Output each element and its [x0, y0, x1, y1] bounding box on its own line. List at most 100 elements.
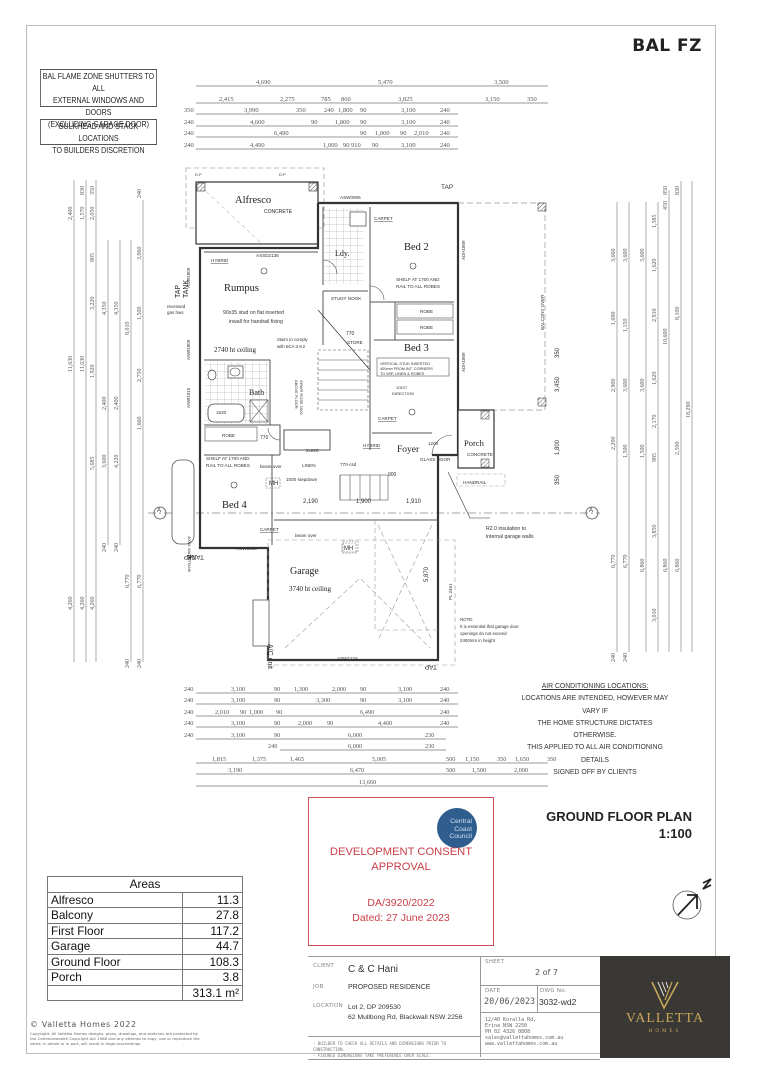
job-name: PROPOSED RESIDENCE: [348, 984, 431, 991]
svg-text:3,500: 3,500: [494, 79, 509, 86]
svg-text:ASW1218: ASW1218: [236, 546, 257, 551]
svg-text:11,630: 11,630: [68, 356, 74, 372]
svg-text:SHELF AT 1700 AND: SHELF AT 1700 AND: [206, 456, 250, 461]
svg-text:11,630: 11,630: [80, 356, 86, 372]
dwg-label: DWG No.: [540, 988, 567, 994]
svg-text:90: 90: [343, 142, 350, 149]
svg-text:240: 240: [114, 543, 120, 552]
disclaimer-line: - BUILDER TO CHECK ALL DETAILS AND DIMEN…: [313, 1041, 447, 1052]
svg-text:VERTICAL STUD INSERTED: VERTICAL STUD INSERTED: [380, 362, 430, 366]
svg-text:ASW1809: ASW1809: [186, 339, 191, 360]
ac-note-line: LOCATIONS ARE INTENDED, HOWEVER MAY VARY…: [521, 693, 669, 715]
svg-text:3,600: 3,600: [102, 455, 108, 469]
svg-text:1,465: 1,465: [290, 756, 304, 763]
svg-text:ASW1809: ASW1809: [186, 267, 191, 288]
title-block-project: CLIENT C & C Hani JOB PROPOSED RESIDENCE…: [308, 957, 481, 1058]
svg-text:1,500: 1,500: [137, 307, 143, 321]
areas-total: 313.1 m²: [182, 984, 243, 1001]
plan-scale: 1:100: [658, 826, 692, 841]
svg-text:TAP: TAP: [184, 553, 196, 560]
svg-text:2,750: 2,750: [137, 369, 143, 383]
svg-text:3,450: 3,450: [555, 376, 561, 392]
svg-text:ASW1015: ASW1015: [186, 387, 191, 408]
svg-text:D.P: D.P: [279, 172, 286, 177]
svg-text:ROBE: ROBE: [420, 309, 433, 314]
room-garage: Garage: [290, 566, 319, 577]
dim-text: 4,690: [256, 79, 271, 86]
svg-text:3,300: 3,300: [316, 697, 330, 704]
svg-text:3,600: 3,600: [623, 379, 629, 393]
svg-text:230: 230: [425, 743, 434, 750]
room-bed2: Bed 2: [404, 242, 429, 253]
svg-text:2,275: 2,275: [280, 96, 295, 103]
svg-text:1,920: 1,920: [90, 365, 96, 379]
area-name: Balcony: [47, 907, 183, 924]
drawing-number: 3032-wd2: [539, 997, 577, 1007]
disclaimer-line: - FIGURED DIMENSIONS TAKE PREFERENCE OVE…: [313, 1053, 432, 1058]
svg-text:770: 770: [260, 435, 269, 441]
sheet-label: SHEET: [485, 959, 505, 965]
svg-text:3,850: 3,850: [652, 525, 658, 539]
svg-text:90x35 stud on flat inserted: 90x35 stud on flat inserted: [223, 310, 284, 316]
note-line: BULKHEAD AND STACK LOCATIONS: [58, 122, 139, 143]
svg-text:3,150: 3,150: [485, 96, 500, 103]
alfresco-outline: [195, 181, 319, 245]
svg-text:2,050: 2,050: [90, 207, 96, 221]
svg-text:2,200: 2,200: [611, 437, 617, 451]
svg-text:240: 240: [137, 189, 143, 198]
svg-text:A: A: [157, 508, 161, 514]
svg-text:13,660: 13,660: [359, 779, 376, 786]
svg-text:1,900: 1,900: [356, 499, 372, 505]
address-line: sales@vallettahomes.com.au: [485, 1035, 564, 1041]
svg-text:830: 830: [80, 186, 86, 195]
svg-text:240: 240: [440, 107, 450, 114]
svg-text:1,375: 1,375: [252, 756, 266, 763]
svg-text:TAP: TAP: [441, 184, 453, 191]
empty-cell: [47, 984, 183, 1001]
svg-text:A: A: [589, 508, 593, 514]
svg-text:ADH1809: ADH1809: [461, 240, 466, 260]
svg-text:6,770: 6,770: [611, 555, 617, 569]
svg-text:CONCRETE: CONCRETE: [467, 452, 493, 457]
copyright-text: Copyright: All Valletta Homes designs, p…: [30, 1031, 230, 1047]
svg-text:4,260: 4,260: [80, 597, 86, 611]
copyright-notice: © Valletta Homes 2022 Copyright: All Val…: [30, 1020, 230, 1047]
council-seal-icon: Central Coast Council: [437, 808, 477, 848]
svg-text:BALCONY OVER: BALCONY OVER: [540, 294, 545, 330]
svg-text:HYBRID: HYBRID: [211, 258, 229, 263]
svg-text:1,000: 1,000: [323, 142, 338, 149]
svg-text:350: 350: [555, 347, 561, 358]
svg-text:350: 350: [184, 107, 194, 114]
svg-text:3,100: 3,100: [401, 142, 416, 149]
svg-text:1,800: 1,800: [555, 439, 561, 455]
external-walls: [198, 201, 460, 662]
svg-text:240: 240: [102, 543, 108, 552]
svg-text:TAP: TAP: [425, 663, 437, 670]
svg-text:5,870: 5,870: [424, 566, 430, 582]
svg-text:1,385: 1,385: [652, 215, 658, 229]
svg-text:240: 240: [137, 659, 143, 668]
svg-text:CARPET: CARPET: [374, 216, 393, 221]
svg-text:6,860: 6,860: [675, 559, 681, 573]
svg-text:240: 240: [440, 709, 449, 716]
svg-text:4,220: 4,220: [114, 455, 120, 469]
water-tank: [171, 459, 195, 545]
svg-text:with BCA 3.9.2: with BCA 3.9.2: [277, 344, 306, 349]
svg-text:770-csd: 770-csd: [340, 462, 357, 467]
room-porch: Porch: [464, 438, 485, 448]
svg-text:3,600: 3,600: [623, 249, 629, 263]
svg-text:2,000: 2,000: [514, 767, 528, 774]
svg-text:3,100: 3,100: [231, 720, 245, 727]
svg-text:2,900: 2,900: [611, 379, 617, 393]
svg-text:gas hws: gas hws: [167, 310, 184, 315]
area-value: 117.2: [182, 922, 243, 939]
area-value: 108.3: [182, 953, 243, 970]
svg-text:240: 240: [125, 659, 131, 668]
valletta-v-logo-icon: [651, 981, 679, 1010]
svg-text:90: 90: [360, 686, 366, 693]
svg-text:830: 830: [675, 186, 681, 195]
room-bed3: Bed 3: [404, 343, 429, 354]
